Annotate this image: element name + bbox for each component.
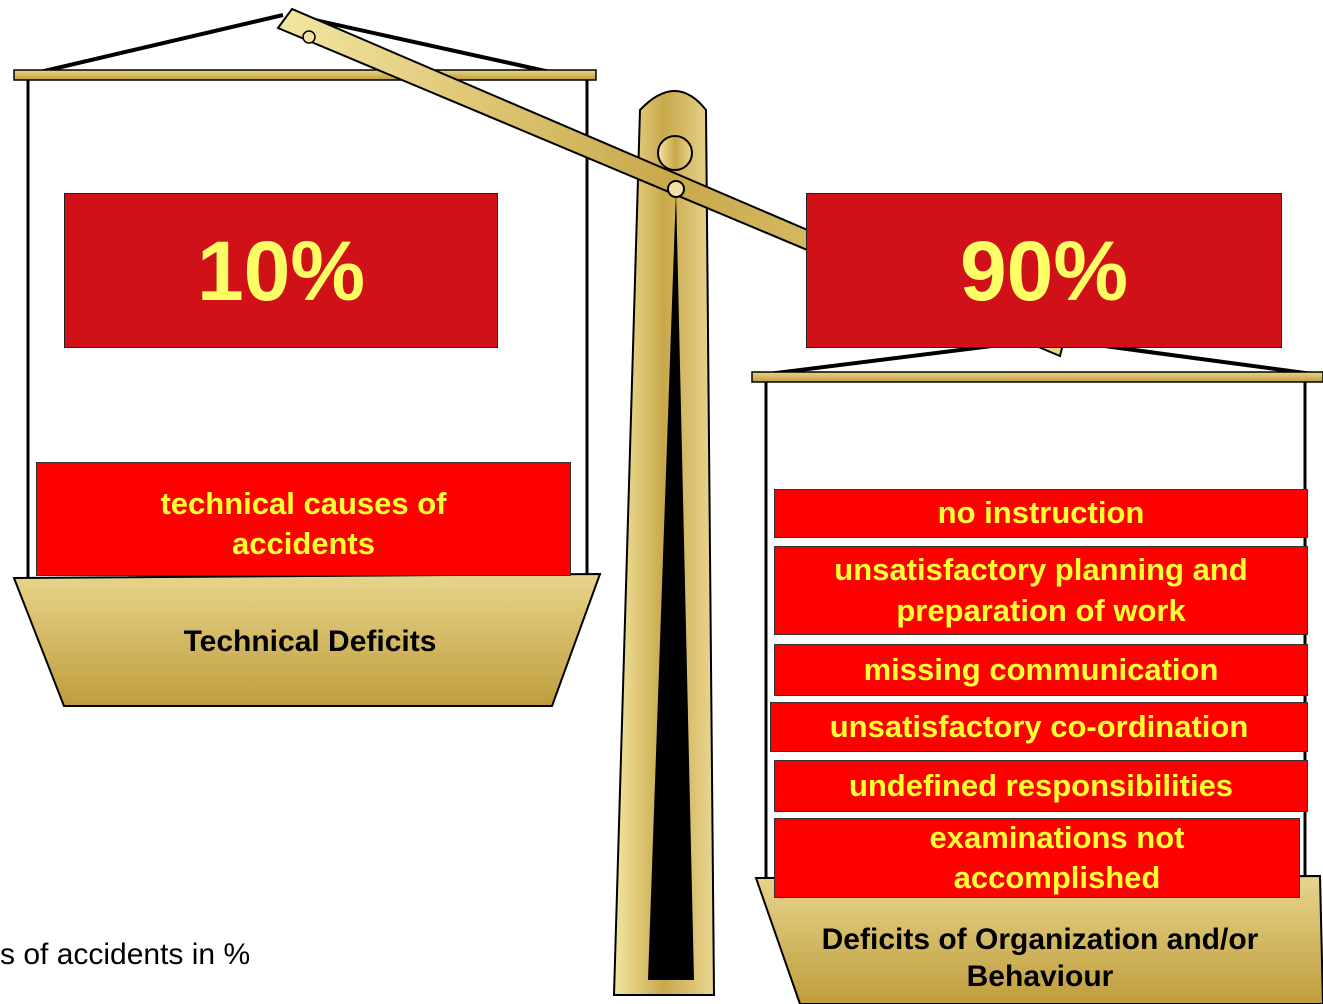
right-pan-top-bar bbox=[751, 371, 1323, 383]
right-cause-item: examinations not accomplished bbox=[774, 818, 1300, 898]
left-cause-box: technical causes of accidents bbox=[36, 462, 571, 576]
right-percent-box: 90% bbox=[806, 193, 1282, 348]
right-cause-item: unsatisfactory co-ordination bbox=[770, 702, 1308, 752]
scale-post-shadow bbox=[648, 190, 694, 980]
left-pan-label: Technical Deficits bbox=[183, 625, 437, 659]
left-percent-value: 10% bbox=[196, 223, 366, 318]
beam-end-ring bbox=[302, 30, 316, 44]
right-cause-item: no instruction bbox=[774, 489, 1308, 538]
pivot-ring bbox=[657, 135, 693, 171]
right-cause-item: undefined responsibilities bbox=[774, 760, 1308, 812]
right-percent-value: 90% bbox=[959, 223, 1129, 318]
right-cause-item: missing communication bbox=[774, 644, 1308, 696]
pivot-pin bbox=[667, 180, 685, 198]
left-cause-label: technical causes of accidents bbox=[160, 485, 447, 561]
right-cause-item: unsatisfactory planning and preparation … bbox=[774, 546, 1308, 635]
right-pan-label: Deficits of Organization and/or Behaviou… bbox=[821, 922, 1259, 994]
chart-caption: s of accidents in % bbox=[0, 938, 251, 971]
left-percent-box: 10% bbox=[64, 193, 498, 348]
left-pan-hanger bbox=[39, 13, 551, 74]
left-pan-top-bar bbox=[13, 69, 597, 81]
